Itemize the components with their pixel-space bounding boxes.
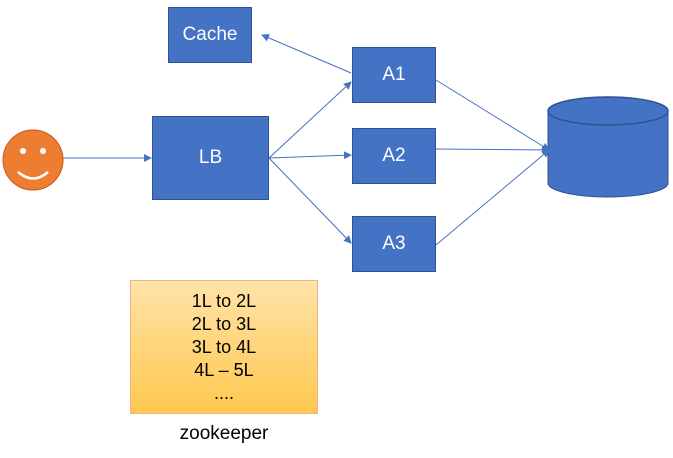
arrow-a3-to-db — [435, 149, 550, 246]
a1-label: A1 — [382, 64, 406, 85]
arrow-a2-to-db — [435, 145, 550, 154]
arrow-lb-to-a3 — [268, 157, 352, 244]
arrow-a1-to-db — [435, 79, 550, 151]
app-server-a1: A1 — [352, 47, 436, 103]
app-server-a2: A2 — [352, 128, 436, 184]
range-item: 3L to 4L — [191, 336, 257, 357]
arrow-lb-to-a2 — [268, 151, 352, 160]
database-cylinder-icon — [547, 96, 669, 198]
range-item: 1L to 2L — [191, 290, 257, 311]
cache-node: Cache — [168, 7, 252, 63]
a2-label: A2 — [382, 145, 406, 166]
zookeeper-label: zookeeper — [179, 423, 269, 444]
arrow-a1-to-cache — [261, 34, 352, 74]
range-item: 4L – 5L — [194, 359, 254, 380]
smiley-face-icon — [2, 129, 64, 191]
lb-label: LB — [198, 147, 223, 168]
range-item: .... — [213, 382, 234, 403]
range-item: 2L to 3L — [191, 313, 257, 334]
a3-label: A3 — [382, 233, 406, 254]
app-server-a3: A3 — [352, 216, 436, 272]
cache-label: Cache — [182, 24, 238, 45]
load-balancer-node: LB — [152, 116, 269, 200]
arrow-lb-to-a1 — [268, 81, 352, 159]
zookeeper-range-box: 1L to 2L 2L to 3L 3L to 4L 4L – 5L .... — [130, 280, 318, 414]
